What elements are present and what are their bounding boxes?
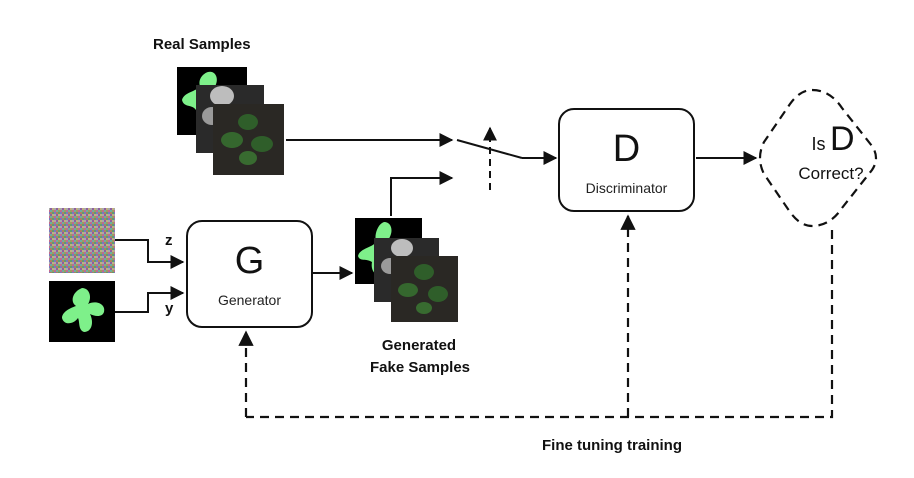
real-samples-stack xyxy=(177,67,284,175)
fine-tuning-label: Fine tuning training xyxy=(542,437,682,454)
generator-letter: G xyxy=(234,240,265,282)
real-samples-label: Real Samples xyxy=(153,36,251,53)
fake-samples-stack xyxy=(355,218,458,322)
generator-label: Generator xyxy=(217,292,282,308)
noise-image xyxy=(49,208,115,273)
decision-text-line1: Is D xyxy=(786,120,880,159)
decision-diamond xyxy=(758,88,878,228)
discriminator-label: Discriminator xyxy=(585,180,668,196)
feedback-loop-line xyxy=(246,230,834,419)
mask-y-image xyxy=(49,281,115,342)
decision-text-line2: Correct? xyxy=(798,164,864,183)
y-input-arrow xyxy=(115,286,185,313)
fake-photo-image xyxy=(391,256,458,322)
decision-prefix: Is xyxy=(811,134,826,154)
y-label: y xyxy=(165,300,174,317)
generated-label-line1: Generated xyxy=(381,337,457,354)
generator-box: G Generator xyxy=(186,220,313,328)
z-label: z xyxy=(165,232,173,249)
decision-letter: D xyxy=(829,120,855,158)
fake-to-switch-arrow xyxy=(390,171,454,216)
z-input-arrow xyxy=(115,239,185,269)
discriminator-letter: D xyxy=(612,128,641,170)
discriminator-box: D Discriminator xyxy=(558,108,695,212)
real-photo-image xyxy=(213,104,284,175)
generated-label-line2: Fake Samples xyxy=(369,359,471,376)
